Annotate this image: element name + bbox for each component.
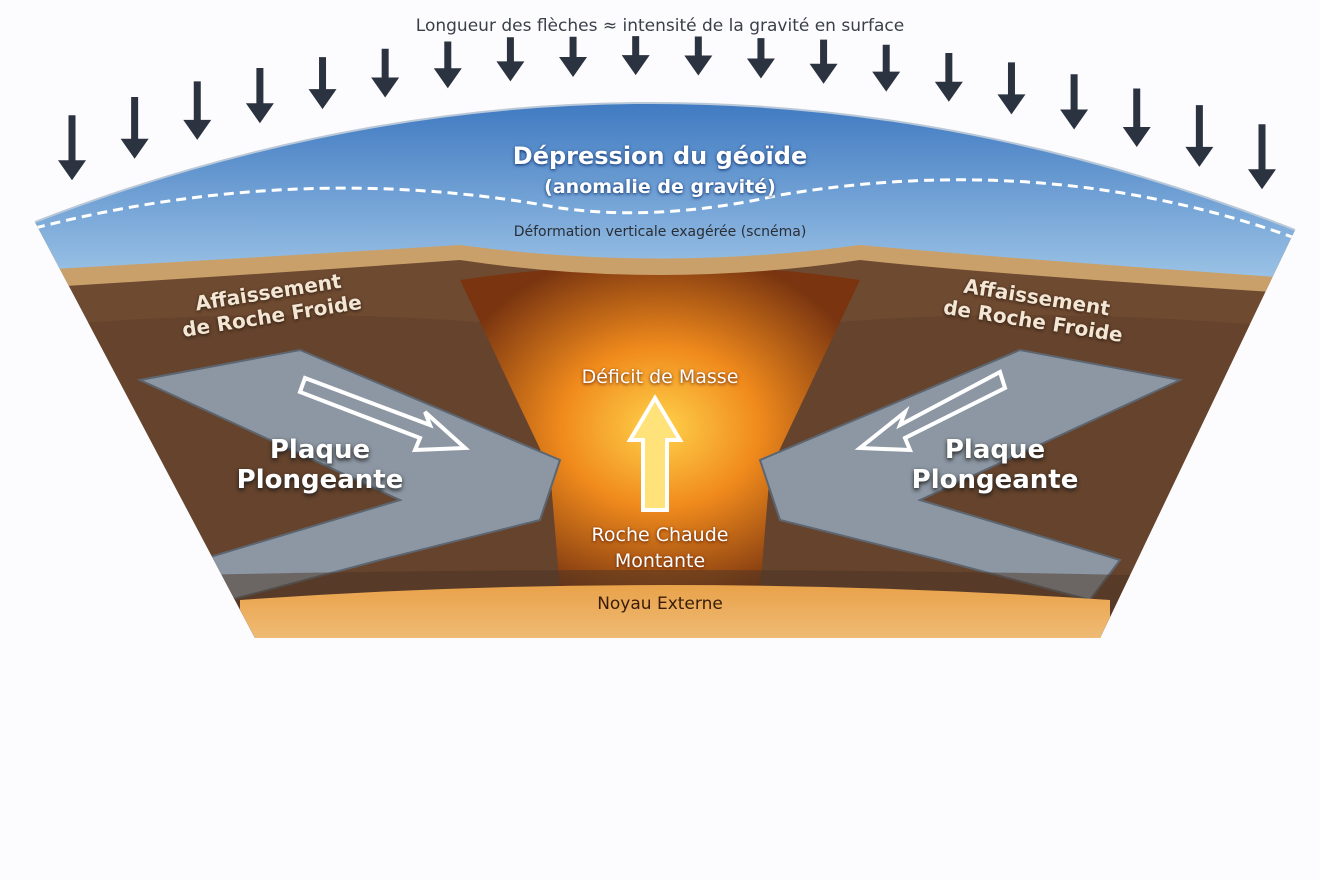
mass-deficit-label: Déficit de Masse [581,366,739,388]
gravity-arrow-icon [245,68,274,124]
gravity-arrow-icon [120,97,149,159]
geoid-line [35,178,1295,240]
label-line: Plaque [944,435,1046,465]
upwelling-arrow-icon [626,394,684,512]
gravity-arrow-icon [308,57,337,110]
outer-core-label: Noyau Externe [597,594,723,614]
gravity-arrow-icon [559,36,588,78]
slab-right [758,348,1184,602]
gravity-arrow-icon [433,41,462,89]
gravity-arrow-icon [371,48,400,98]
gravity-arrow-icon [621,36,650,76]
label-line: Roche Chaude [591,524,729,546]
gravity-arrow-icon [183,81,212,140]
geoid-subtitle: (anomalie de gravité) [544,176,776,198]
geoid-title: Dépression du géoïde [512,142,808,170]
gravity-arrow-icon [746,38,775,79]
gravity-arrow-icon [997,62,1026,115]
gravity-arrow-icon [809,39,838,84]
gravity-arrow-icon [1248,124,1276,190]
gravity-arrow-icon [684,36,713,76]
label-line: Plongeante [236,465,404,495]
gravity-arrow-icon [58,115,86,181]
deformation-note: Déformation verticale exagérée (scnéma) [513,224,807,240]
slab-arrow-right-icon [854,369,1008,453]
gravity-arrow-icon [1122,88,1151,147]
gravity-arrow-icon [872,44,901,92]
gravity-arrow-icon [934,53,963,102]
gravity-arrow-icon [1185,105,1214,167]
gravity-arrows [58,36,1276,190]
diagram-caption: Longueur des flèches ≈ intensité de la g… [415,16,905,36]
label-line: Plongeante [911,465,1079,495]
slab-left [136,348,562,602]
ocean-layer [35,102,1295,280]
gravity-arrow-icon [496,37,525,82]
gravity-arrow-icon [1060,74,1089,130]
label-line: Plaque [269,435,371,465]
slab-arrow-left-icon [297,375,470,453]
label-line: Montante [614,550,706,572]
outer-core [240,585,1110,639]
